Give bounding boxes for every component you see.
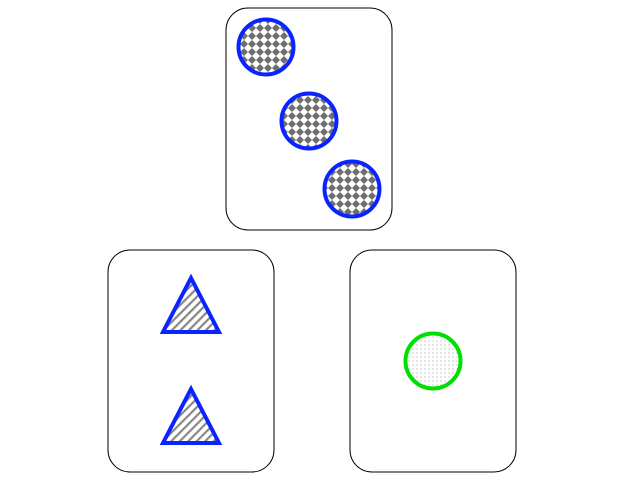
card-bottom-left[interactable] xyxy=(107,249,275,473)
card-frame xyxy=(107,249,275,473)
triangle-symbol xyxy=(159,384,223,445)
card-symbols xyxy=(159,273,223,445)
triangle-symbol xyxy=(159,273,223,334)
card-symbols xyxy=(403,331,463,391)
circle-symbol xyxy=(236,17,296,77)
circle-symbol xyxy=(403,331,463,391)
card-symbols xyxy=(236,17,382,219)
card-bottom-right[interactable] xyxy=(349,249,517,473)
card-top[interactable] xyxy=(225,7,393,231)
circle-symbol xyxy=(279,91,339,151)
circle-symbol xyxy=(322,159,382,219)
